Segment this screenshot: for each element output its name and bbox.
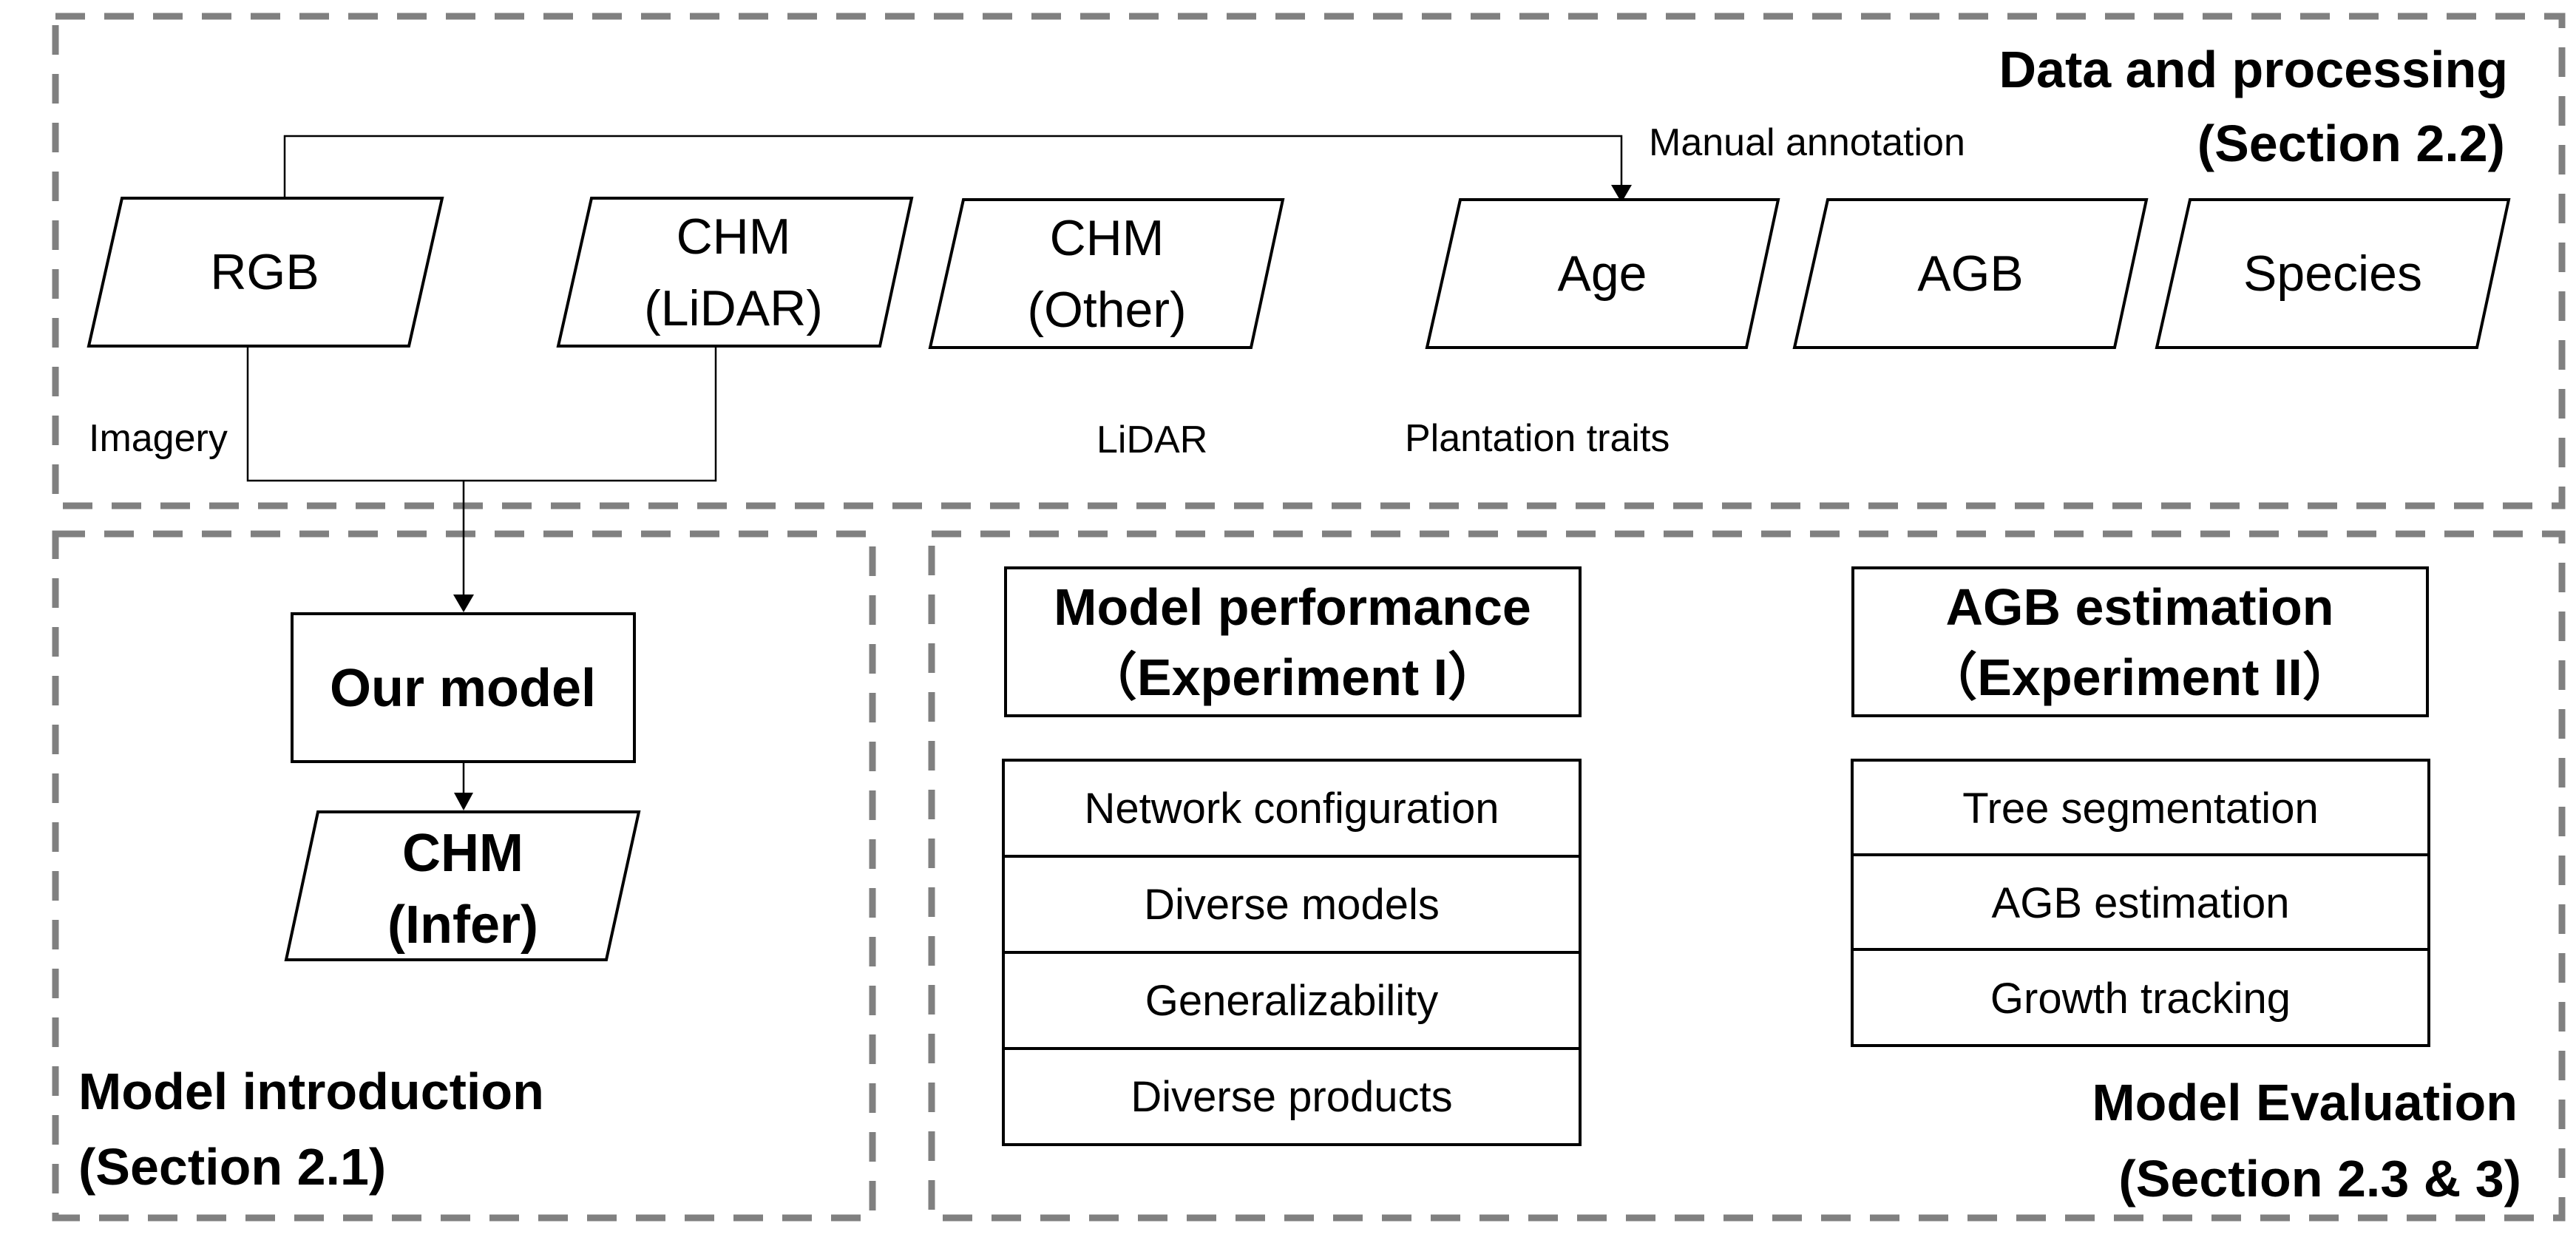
chm-other-label-line2: (Other) bbox=[1027, 282, 1186, 338]
rgb-node: RGB bbox=[87, 197, 444, 348]
our-model-node: Our model bbox=[291, 612, 636, 763]
experiment-1-title-box: Model performance （Experiment I） bbox=[1004, 566, 1582, 717]
lidar-label: LiDAR bbox=[1097, 419, 1207, 461]
imagery-lidar-connector bbox=[246, 346, 717, 482]
species-node: Species bbox=[2155, 198, 2511, 349]
plantation-traits-label: Plantation traits bbox=[1405, 417, 1670, 460]
intro-section-subtitle: (Section 2.1) bbox=[78, 1138, 386, 1196]
chm-infer-node: CHM (Infer) bbox=[284, 810, 641, 961]
data-section-subtitle: (Section 2.2) bbox=[2197, 115, 2505, 172]
age-label: Age bbox=[1558, 245, 1647, 302]
rgb-label: RGB bbox=[210, 244, 319, 300]
manual-annotation-connector bbox=[283, 135, 1623, 198]
agb-label: AGB bbox=[1917, 245, 2024, 302]
experiment-2-item: Tree segmentation bbox=[1962, 785, 2318, 833]
chm-lidar-label-line2: (LiDAR) bbox=[644, 280, 823, 336]
species-label: Species bbox=[2243, 245, 2422, 302]
manual-annotation-label: Manual annotation bbox=[1649, 121, 1965, 164]
chm-other-label-line1: CHM bbox=[1050, 210, 1165, 266]
chm-lidar-node: CHM (LiDAR) bbox=[556, 197, 914, 348]
chm-infer-label-line2: (Infer) bbox=[387, 895, 538, 955]
experiment-1-item: Diverse products bbox=[1131, 1073, 1452, 1121]
data-section-title: Data and processing bbox=[1999, 41, 2508, 98]
to-infer-arrowhead bbox=[454, 793, 473, 810]
eval-section-title: Model Evaluation bbox=[2092, 1074, 2518, 1131]
experiment-1-item: Network configuration bbox=[1085, 785, 1499, 833]
experiment-1-subtitle: （Experiment I） bbox=[1085, 648, 1499, 706]
data-processing-section bbox=[52, 13, 2566, 509]
age-node: Age bbox=[1425, 198, 1780, 349]
experiment-2-item: AGB estimation bbox=[1992, 879, 2290, 927]
chm-lidar-label-line1: CHM bbox=[677, 209, 791, 265]
agb-node: AGB bbox=[1792, 198, 2149, 349]
intro-section-title: Model introduction bbox=[78, 1063, 544, 1120]
experiment-1-title: Model performance bbox=[1054, 578, 1531, 636]
eval-section-subtitle: (Section 2.3 & 3) bbox=[2118, 1150, 2521, 1208]
experiment-1-item: Diverse models bbox=[1144, 881, 1440, 929]
experiment-2-subtitle: （Experiment II） bbox=[1925, 648, 2354, 706]
experiment-2-title: AGB estimation bbox=[1945, 578, 2333, 636]
imagery-label: Imagery bbox=[89, 417, 228, 460]
experiment-2-item-list: Tree segmentation AGB estimation Growth … bbox=[1851, 759, 2430, 1047]
experiment-1-item: Generalizability bbox=[1145, 977, 1439, 1025]
experiment-1-item-list: Network configuration Diverse models Gen… bbox=[1002, 759, 1582, 1146]
to-model-arrowhead bbox=[453, 595, 474, 612]
chm-infer-label-line1: CHM bbox=[402, 824, 523, 883]
chm-other-node: CHM (Other) bbox=[928, 198, 1285, 349]
model-evaluation-section bbox=[928, 530, 2566, 1222]
manual-annotation-arrowhead bbox=[1611, 185, 1632, 203]
experiment-2-item: Growth tracking bbox=[1990, 975, 2291, 1023]
our-model-label: Our model bbox=[330, 659, 596, 718]
experiment-2-title-box: AGB estimation （Experiment II） bbox=[1851, 566, 2429, 717]
